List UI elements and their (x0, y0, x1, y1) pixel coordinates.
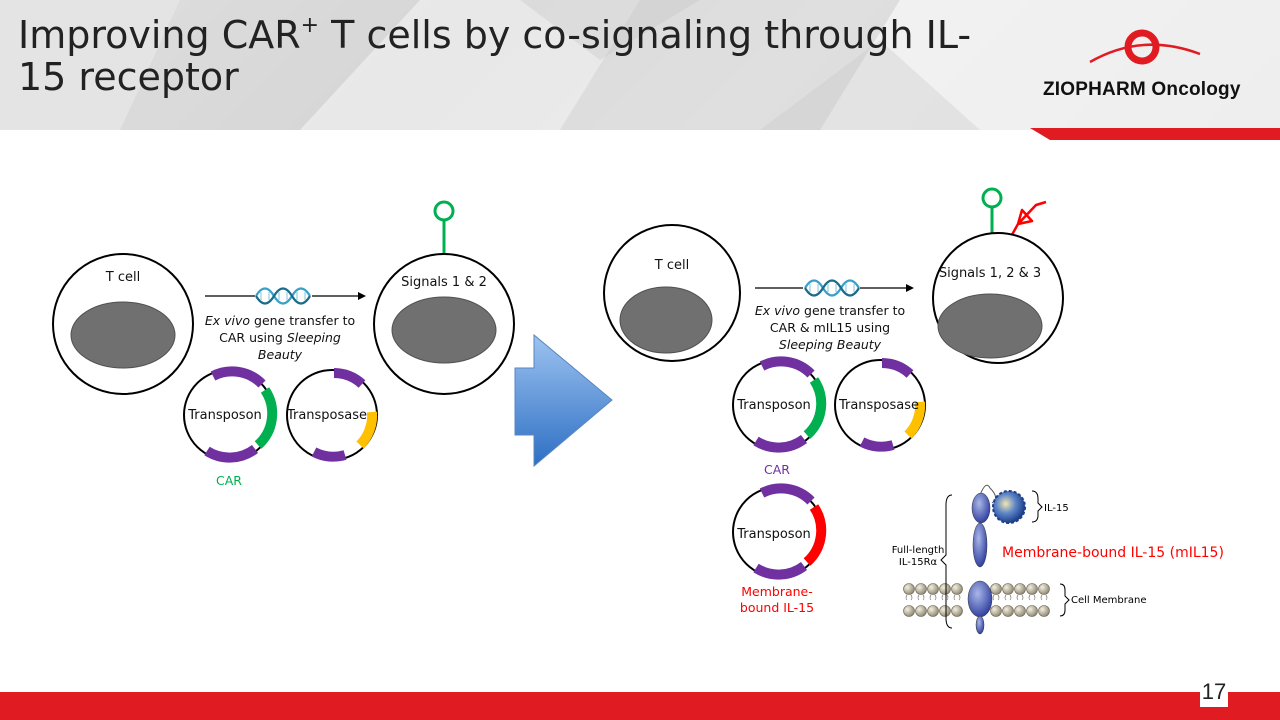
left-car-label: CAR (216, 473, 242, 488)
mil15-figure: IL-15 Full-length IL-15Rα Cell Membrane … (892, 484, 1224, 635)
progression-arrow (514, 333, 613, 468)
mil15-caption: Membrane-bound IL-15 (mIL15) (1002, 545, 1224, 561)
il15-label: IL-15 (1044, 503, 1069, 514)
right-transposon-label: Transposon (736, 398, 811, 413)
page-title: Improving CAR+ T cells by co-signaling t… (18, 13, 972, 99)
cell-membrane (903, 583, 1050, 617)
left-transfer-line3: Beauty (258, 347, 303, 362)
left-transposon-plasmid: Transposon (183, 366, 278, 463)
membrane-lipid-head (1026, 583, 1038, 595)
membrane-lipid-tail (917, 594, 925, 601)
membrane-lipid-head (990, 605, 1002, 617)
right-transfer-line1: Ex vivo gene transfer to (755, 303, 905, 318)
receptor-tail (975, 615, 985, 635)
membrane-label: Cell Membrane (1071, 595, 1146, 606)
header-facet-pattern (0, 0, 1280, 130)
membrane-lipid-tail (929, 594, 937, 601)
right-transposon2-label: Transposon (736, 527, 811, 542)
membrane-lipid-head (1002, 583, 1014, 595)
receptor-label-line1: Full-length (892, 545, 945, 556)
right-transfer-line2: CAR & mIL15 using (770, 320, 890, 335)
right-car-label: CAR (764, 462, 790, 477)
left-result-label: Signals 1 & 2 (401, 275, 487, 290)
logo-red-underline (1030, 128, 1280, 140)
membrane-lipid-head (1038, 583, 1050, 595)
logo-text: ZIOPHARM Oncology (1043, 79, 1241, 100)
left-transposase-label: Transposase (286, 408, 367, 423)
membrane-lipid-tail (1028, 594, 1036, 601)
membrane-lipid-tail (1016, 594, 1024, 601)
left-transfer-line2: CAR using Sleeping (219, 330, 341, 345)
membrane-lipid-head (1026, 605, 1038, 617)
right-tcell-label: T cell (654, 258, 689, 273)
left-result-cell: Signals 1 & 2 (373, 200, 515, 395)
receptor-stalk (972, 522, 988, 568)
membrane-lipid-head (915, 583, 927, 595)
page-number: 17 (1200, 677, 1228, 707)
right-transposase-plasmid: Transposase (834, 358, 926, 452)
membrane-il15-label-line2: bound IL-15 (740, 600, 814, 615)
membrane-lipid-head (951, 605, 963, 617)
membrane-il15-label-line1: Membrane- (741, 584, 813, 599)
right-result-cell: Signals 1, 2 & 3 (932, 187, 1064, 364)
left-transposon-label: Transposon (187, 408, 262, 423)
membrane-lipid-tail (1040, 594, 1048, 601)
left-dna-icon (254, 287, 312, 305)
right-transposon2-plasmid: Transposon (732, 483, 827, 580)
membrane-lipid-tail (941, 594, 949, 601)
membrane-lipid-head (1038, 605, 1050, 617)
right-transfer-arrow (755, 279, 914, 297)
membrane-lipid-head (951, 583, 963, 595)
diagram-canvas: T cell Ex vivo gene transfer to CAR usin… (52, 187, 1224, 635)
left-tcell-label: T cell (105, 270, 140, 285)
left-transfer-arrow (205, 287, 366, 305)
membrane-lipid-tail (905, 594, 913, 601)
membrane-lipid-head (939, 583, 951, 595)
membrane-lipid-head (1014, 605, 1026, 617)
membrane-lipid-head (927, 605, 939, 617)
right-transfer-line3: Sleeping Beauty (779, 337, 882, 352)
header-banner: Improving CAR+ T cells by co-signaling t… (0, 0, 1280, 130)
footer-bar (0, 692, 1280, 720)
right-result-label: Signals 1, 2 & 3 (939, 266, 1041, 281)
membrane-lipid-tail (953, 594, 961, 601)
membrane-lipid-head (1014, 583, 1026, 595)
left-tcell: T cell (52, 253, 194, 395)
right-transposon-plasmid: Transposon (732, 356, 827, 453)
membrane-lipid-head (915, 605, 927, 617)
il15-molecule-icon (992, 490, 1026, 524)
ziopharm-logo (1089, 29, 1201, 65)
receptor-label-line2: IL-15Rα (899, 557, 938, 568)
right-transposase-label: Transposase (838, 398, 919, 413)
membrane-lipid-head (927, 583, 939, 595)
right-tcell: T cell (603, 224, 741, 362)
receptor-domain-1 (971, 492, 991, 524)
membrane-lipid-head (990, 583, 1002, 595)
membrane-lipid-head (939, 605, 951, 617)
left-transfer-line1: Ex vivo gene transfer to (205, 313, 355, 328)
membrane-lipid-tail (992, 594, 1000, 601)
membrane-lipid-head (903, 605, 915, 617)
membrane-lipid-head (1002, 605, 1014, 617)
left-transposase-plasmid: Transposase (286, 368, 378, 462)
receptor-transmembrane (967, 580, 993, 618)
membrane-lipid-tail (1004, 594, 1012, 601)
membrane-lipid-head (903, 583, 915, 595)
right-dna-icon (803, 279, 861, 297)
